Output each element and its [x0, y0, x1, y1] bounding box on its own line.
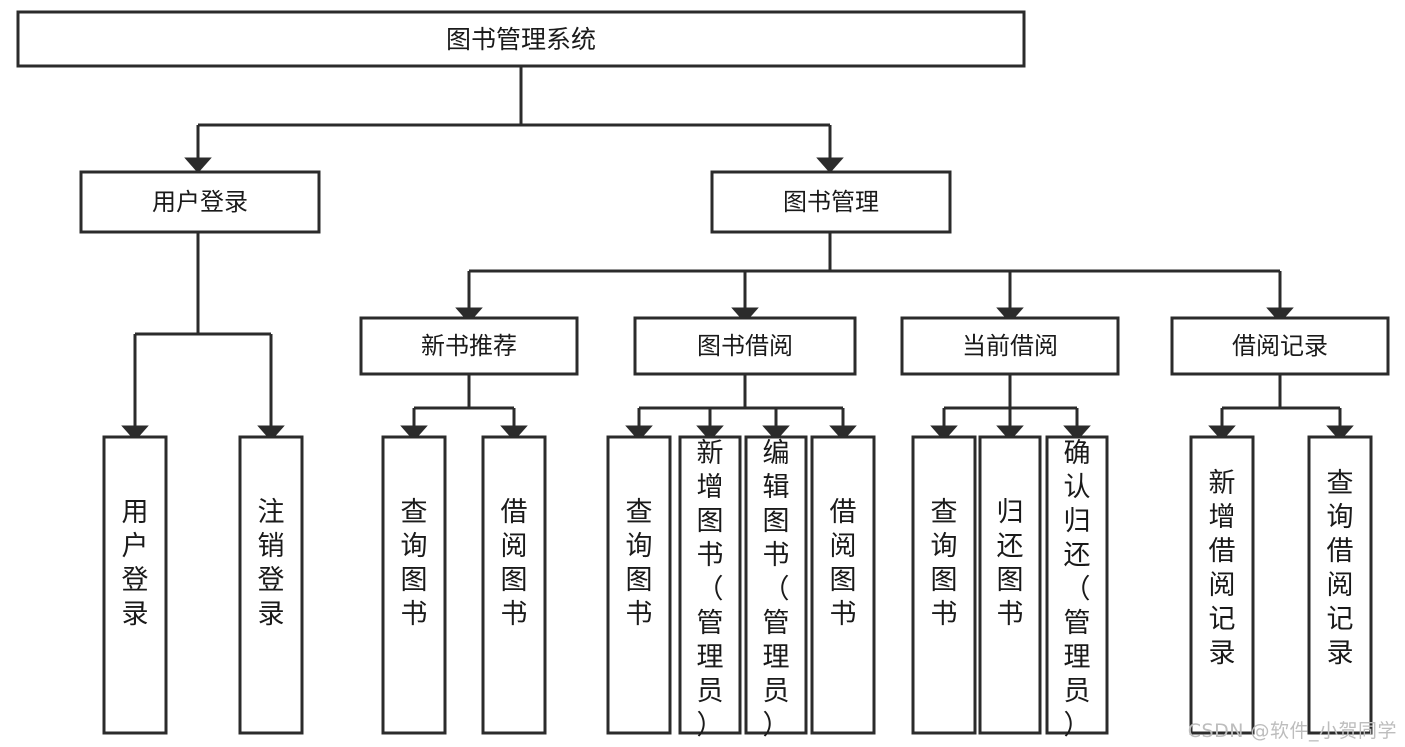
- node-root-box[interactable]: [16, 10, 1026, 68]
- node-leaf-user-login-box[interactable]: [102, 435, 168, 735]
- edge-newbook-trunk: [414, 374, 514, 410]
- node-leaf-confirm-return-label: 确认归还（管理员）: [1064, 438, 1091, 741]
- node-leaf-query-book-bb-label: 查询图书: [626, 497, 653, 630]
- node-leaf-query-record[interactable]: 查询借阅记录: [1307, 435, 1373, 735]
- node-leaf-edit-book-label: 编辑图书（管理员）: [763, 438, 790, 741]
- node-user-login[interactable]: 用户登录: [79, 170, 321, 234]
- edge-root-trunk: [198, 66, 830, 127]
- edge-borrow-trunk: [639, 374, 843, 410]
- node-book-borrow-label: 图书借阅: [697, 332, 793, 360]
- node-book-manage[interactable]: 图书管理: [710, 170, 952, 234]
- node-leaf-query-book-cb-label: 查询图书: [931, 497, 958, 630]
- node-leaf-borrow-book-rec[interactable]: 借阅图书: [481, 435, 547, 735]
- node-leaf-query-book-rec[interactable]: 查询图书: [381, 435, 447, 735]
- node-leaf-return-book-label: 归还图书: [997, 497, 1024, 630]
- node-leaf-edit-book-box[interactable]: [744, 435, 808, 735]
- node-leaf-confirm-return[interactable]: 确认归还（管理员）: [1045, 435, 1109, 741]
- node-leaf-borrow-book-rec-box[interactable]: [481, 435, 547, 735]
- edge-group: [121, 66, 1354, 442]
- node-leaf-logout-label: 注销登录: [258, 497, 285, 630]
- node-leaf-logout[interactable]: 注销登录: [238, 435, 304, 735]
- edge-userlogin-trunk: [135, 232, 271, 336]
- node-leaf-borrow-book-bb[interactable]: 借阅图书: [810, 435, 876, 735]
- node-leaf-query-book-bb-box[interactable]: [606, 435, 672, 735]
- node-root-label: 图书管理系统: [446, 25, 596, 54]
- node-leaf-add-record[interactable]: 新增借阅记录: [1189, 435, 1255, 735]
- node-leaf-return-book[interactable]: 归还图书: [978, 435, 1042, 735]
- node-leaf-user-login[interactable]: 用户登录: [102, 435, 168, 735]
- node-user-login-box[interactable]: [79, 170, 321, 234]
- node-leaf-add-book-box[interactable]: [678, 435, 742, 735]
- node-leaf-user-login-label: 用户登录: [122, 497, 149, 630]
- node-borrow-record[interactable]: 借阅记录: [1170, 316, 1390, 376]
- node-leaf-borrow-book-bb-box[interactable]: [810, 435, 876, 735]
- csdn-watermark: CSDN @软件_小贺同学: [1187, 720, 1397, 742]
- node-book-manage-box[interactable]: [710, 170, 952, 234]
- node-root[interactable]: 图书管理系统: [16, 10, 1026, 68]
- node-leaf-query-book-bb[interactable]: 查询图书: [606, 435, 672, 735]
- node-book-manage-label: 图书管理: [783, 188, 879, 216]
- node-leaf-query-book-rec-label: 查询图书: [401, 497, 428, 630]
- node-current-borrow[interactable]: 当前借阅: [900, 316, 1120, 376]
- node-leaf-return-book-box[interactable]: [978, 435, 1042, 735]
- node-leaf-query-book-cb[interactable]: 查询图书: [911, 435, 977, 735]
- node-leaf-query-record-box[interactable]: [1307, 435, 1373, 735]
- node-current-borrow-box[interactable]: [900, 316, 1120, 376]
- node-leaf-add-record-label: 新增借阅记录: [1209, 468, 1236, 669]
- node-borrow-record-label: 借阅记录: [1232, 332, 1328, 360]
- node-borrow-record-box[interactable]: [1170, 316, 1390, 376]
- node-leaf-query-record-label: 查询借阅记录: [1327, 468, 1354, 669]
- node-new-book-rec-label: 新书推荐: [421, 332, 517, 360]
- node-leaf-query-book-rec-box[interactable]: [381, 435, 447, 735]
- node-user-login-label: 用户登录: [152, 188, 248, 216]
- node-leaf-query-book-cb-box[interactable]: [911, 435, 977, 735]
- node-leaf-logout-box[interactable]: [238, 435, 304, 735]
- node-new-book-rec-box[interactable]: [359, 316, 579, 376]
- node-leaf-edit-book[interactable]: 编辑图书（管理员）: [744, 435, 808, 741]
- node-leaf-confirm-return-box[interactable]: [1045, 435, 1109, 735]
- node-leaf-add-book[interactable]: 新增图书（管理员）: [678, 435, 742, 741]
- node-leaf-borrow-book-bb-label: 借阅图书: [830, 497, 857, 630]
- node-leaf-add-record-box[interactable]: [1189, 435, 1255, 735]
- edge-record-trunk: [1222, 374, 1340, 410]
- edge-bookmanage-trunk: [469, 232, 1280, 273]
- node-current-borrow-label: 当前借阅: [962, 332, 1058, 360]
- node-book-borrow-box[interactable]: [633, 316, 857, 376]
- node-new-book-rec[interactable]: 新书推荐: [359, 316, 579, 376]
- node-leaf-borrow-book-rec-label: 借阅图书: [501, 497, 528, 630]
- node-leaf-add-book-label: 新增图书（管理员）: [697, 438, 724, 741]
- node-book-borrow[interactable]: 图书借阅: [633, 316, 857, 376]
- edge-current-trunk: [944, 374, 1077, 410]
